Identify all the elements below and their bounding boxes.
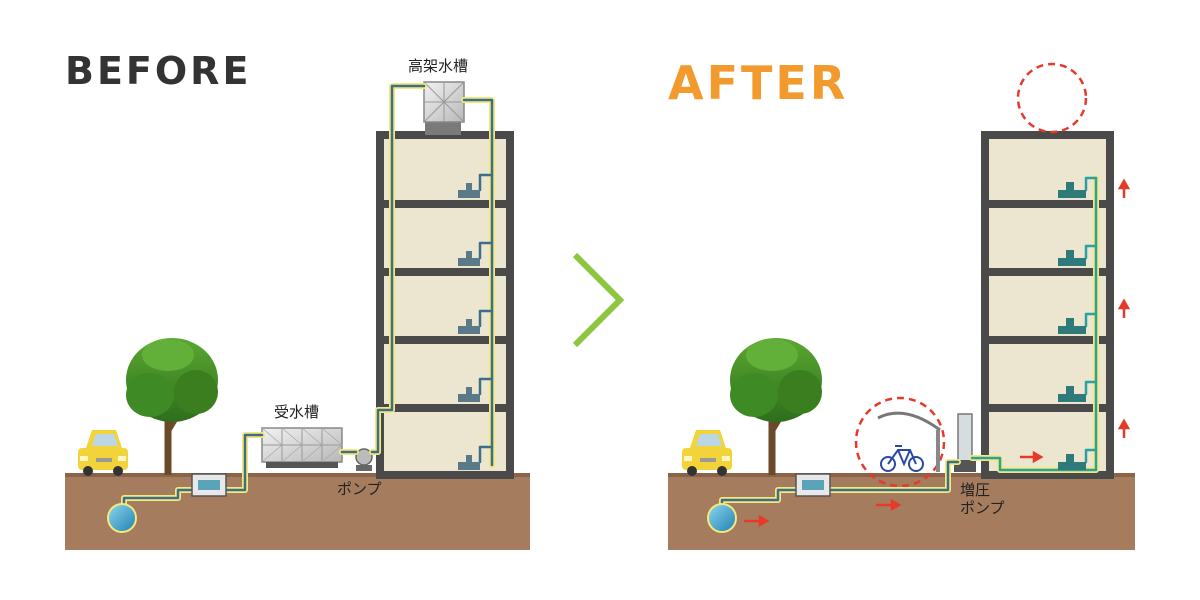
flow-arrow-right-icon: [744, 514, 770, 528]
after-heading: AFTER: [668, 56, 849, 110]
before-pipes: [121, 83, 495, 513]
after-pipes: [719, 175, 1099, 513]
bicycle-icon: [880, 445, 924, 472]
after-building: [981, 131, 1114, 479]
before-meter-box: [191, 473, 227, 497]
before-building: [376, 122, 514, 479]
before-tree: [126, 338, 218, 475]
before-ground: [65, 475, 530, 550]
before-water-main: [107, 503, 137, 533]
after-water-main: [707, 503, 737, 533]
flow-arrow-up-icon: [1117, 298, 1131, 318]
booster-pump: [954, 413, 976, 472]
flow-arrows: [744, 178, 1131, 528]
bicycle-space-highlight: [854, 396, 946, 488]
after-car: [682, 430, 732, 476]
before-pump: [355, 448, 373, 471]
before-heading: BEFORE: [65, 49, 252, 93]
receiving-tank: [261, 427, 343, 468]
after-panel: [668, 62, 1135, 550]
pump-label: ポンプ: [337, 480, 382, 498]
after-floor-fixtures: [1058, 182, 1086, 470]
flow-arrow-right-icon: [1020, 450, 1044, 464]
before-car: [78, 430, 128, 476]
before-panel: [65, 81, 530, 550]
removed-elevated-tank-circle: [1016, 62, 1088, 134]
flow-arrow-right-icon: [876, 498, 902, 512]
flow-arrow-up-icon: [1117, 178, 1131, 198]
after-tree: [730, 338, 822, 475]
before-floor-fixtures: [458, 183, 480, 470]
flow-arrow-up-icon: [1117, 418, 1131, 438]
elevated-tank-label: 高架水槽: [408, 57, 469, 75]
after-meter-box: [795, 473, 831, 497]
after-ground: [668, 475, 1135, 550]
elevated-tank: [423, 81, 465, 123]
arrow-chevron-icon: [572, 252, 625, 348]
booster-pump-label-line1: 増圧: [960, 481, 991, 499]
booster-pump-label-line2: ポンプ: [960, 499, 1005, 517]
receiving-tank-label: 受水槽: [274, 403, 320, 421]
